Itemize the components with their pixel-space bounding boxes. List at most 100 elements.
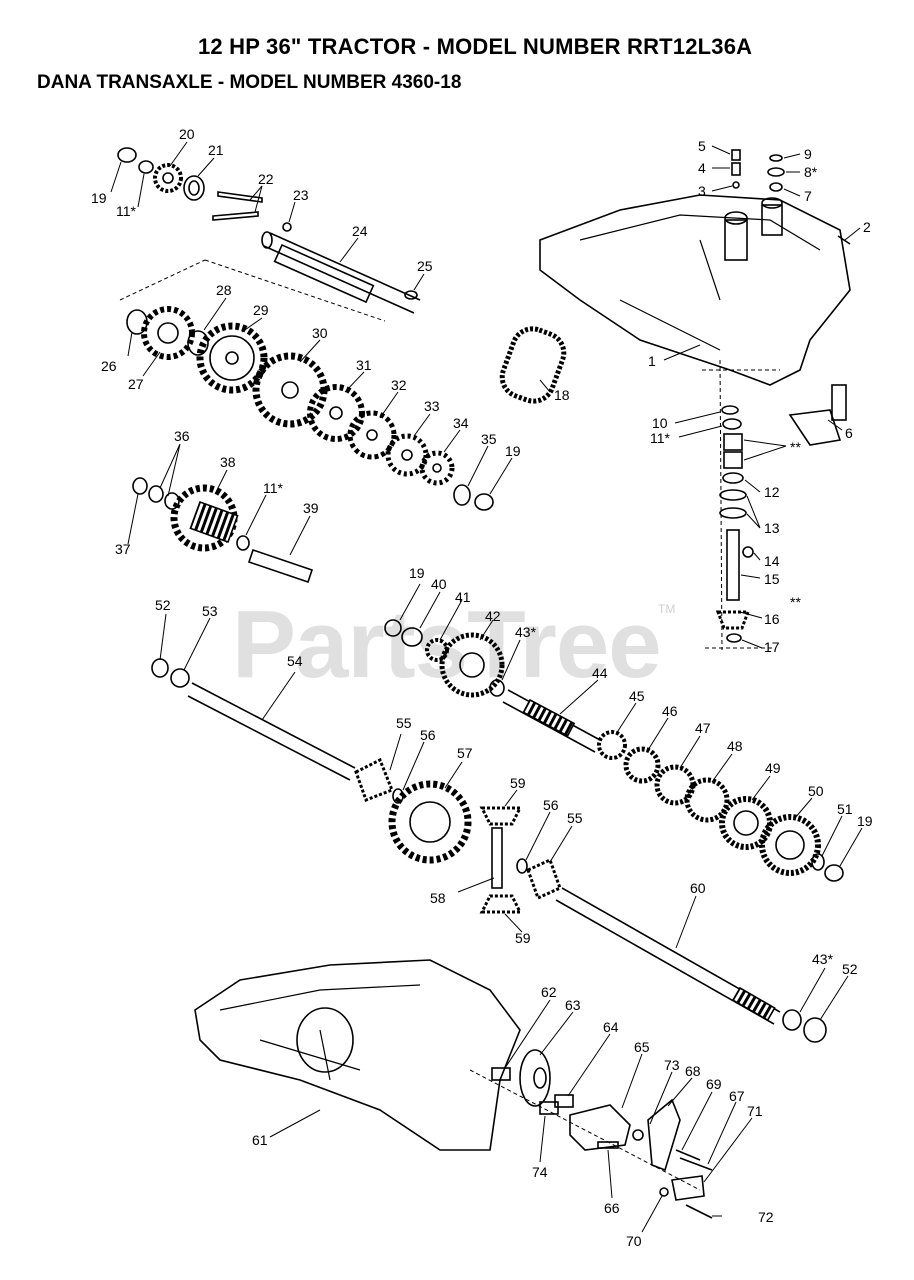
- callout-23: 23: [293, 187, 309, 203]
- part-shift-shaft: [726, 529, 740, 601]
- callout-19-d: 19: [857, 813, 873, 829]
- part-6-bracket: [788, 409, 842, 446]
- callout-36: 36: [174, 428, 190, 444]
- callout-67: 67: [729, 1088, 745, 1104]
- part-52-seal: [151, 658, 169, 678]
- callout-73: 73: [664, 1057, 680, 1073]
- callout-19-b: 19: [505, 443, 521, 459]
- callout-2: 2: [863, 219, 871, 235]
- part-21-bearing: [183, 175, 205, 201]
- part-10-washer: [721, 405, 739, 415]
- callout-40: 40: [431, 576, 447, 592]
- callout-26: 26: [101, 358, 117, 374]
- callout-labels: 20 21 22 19 11* 23 24 25 28 29 26 27 30 …: [91, 126, 873, 1249]
- part-19-bushing-d: [824, 864, 844, 882]
- callout-19: 19: [91, 190, 107, 206]
- callout-58: 58: [430, 890, 446, 906]
- part-62-brake-pad: [491, 1067, 511, 1081]
- callout-43: 43*: [515, 624, 537, 640]
- part-70-nut: [659, 1187, 669, 1197]
- callout-double-star-2: **: [790, 594, 801, 610]
- callout-66: 66: [604, 1200, 620, 1216]
- part-54-axle: [187, 682, 356, 781]
- callout-1: 1: [648, 353, 656, 369]
- callout-10: 10: [652, 415, 668, 431]
- callout-34: 34: [453, 415, 469, 431]
- part-57-differential-gear: [388, 780, 472, 864]
- callout-33: 33: [424, 398, 440, 414]
- callout-69: 69: [706, 1076, 722, 1092]
- callout-32: 32: [391, 377, 407, 393]
- part-46-gear: [623, 746, 661, 784]
- callout-15: 15: [764, 571, 780, 587]
- part-39-pin: [247, 548, 314, 584]
- part-drawings: [117, 147, 851, 1219]
- part-25-ring: [404, 290, 418, 300]
- part-23-ball: [282, 222, 292, 232]
- part-48-gear: [684, 777, 730, 823]
- part-59-pinion-upper: [479, 806, 523, 826]
- part-40-bearing: [401, 627, 423, 647]
- callout-42: 42: [485, 608, 501, 624]
- callout-49: 49: [765, 760, 781, 776]
- part-49-gear: [719, 796, 773, 850]
- part-69-bolt: [675, 1149, 701, 1161]
- callout-14: 14: [764, 553, 780, 569]
- part-11-washer-b: [236, 535, 250, 551]
- part-24-shaft: [263, 232, 421, 314]
- callout-39: 39: [303, 500, 319, 516]
- callout-51: 51: [837, 801, 853, 817]
- callout-21: 21: [208, 142, 224, 158]
- part-36-washer: [164, 492, 180, 510]
- part-34-gear: [419, 450, 455, 486]
- part-37-washer: [132, 477, 148, 495]
- callout-68: 68: [685, 1063, 701, 1079]
- callout-44: 44: [592, 665, 608, 681]
- part-58-cross-shaft: [491, 827, 503, 889]
- part-55-bevel-gear: [354, 757, 394, 802]
- part-18-chain: [499, 326, 567, 404]
- page-subtitle: DANA TRANSAXLE - MODEL NUMBER 4360-18: [37, 72, 462, 93]
- part-51-washer: [811, 853, 825, 871]
- callout-43-b: 43*: [812, 951, 834, 967]
- part-43-washer: [489, 679, 505, 697]
- part-33-gear: [385, 433, 429, 477]
- part-72-bolt: [685, 1204, 713, 1219]
- callout-59: 59: [510, 775, 526, 791]
- part-19-bushing-c: [384, 619, 402, 637]
- callout-11-c: 11*: [650, 430, 671, 446]
- callout-30: 30: [312, 325, 328, 341]
- callout-41: 41: [455, 589, 471, 605]
- callout-55: 55: [396, 715, 412, 731]
- callout-25: 25: [417, 258, 433, 274]
- part-68-lever: [647, 1098, 681, 1172]
- part-2-bolt: [837, 235, 851, 245]
- callout-5: 5: [698, 138, 706, 154]
- callout-74: 74: [532, 1164, 548, 1180]
- callout-56-b: 56: [543, 797, 559, 813]
- callout-52-b: 52: [842, 961, 858, 977]
- part-55-bevel-gear-b: [526, 857, 562, 901]
- part-64-brake-pad: [554, 1094, 574, 1108]
- part-65-caliper: [569, 1104, 631, 1151]
- callout-13: 13: [764, 520, 780, 536]
- callout-48: 48: [727, 738, 743, 754]
- part-3-ball: [732, 181, 740, 189]
- callout-72: 72: [758, 1209, 774, 1225]
- callout-22: 22: [258, 171, 274, 187]
- part-14-key: [742, 546, 754, 558]
- callout-18: 18: [554, 387, 570, 403]
- callout-54: 54: [287, 653, 303, 669]
- part-13-washer: [719, 489, 747, 501]
- part-52-seal-b: [803, 1017, 827, 1043]
- callout-20: 20: [179, 126, 195, 142]
- callout-50: 50: [808, 783, 824, 799]
- part-53-washer: [170, 668, 190, 688]
- part-20-gear: [153, 163, 183, 193]
- part-16-bevel-gear: [715, 610, 751, 630]
- part-11-washer: [138, 160, 154, 174]
- part-17-ring: [726, 633, 742, 643]
- part-1-upper-housing: [539, 194, 851, 386]
- part-63-brake-disc: [519, 1049, 551, 1107]
- callout-12: 12: [764, 484, 780, 500]
